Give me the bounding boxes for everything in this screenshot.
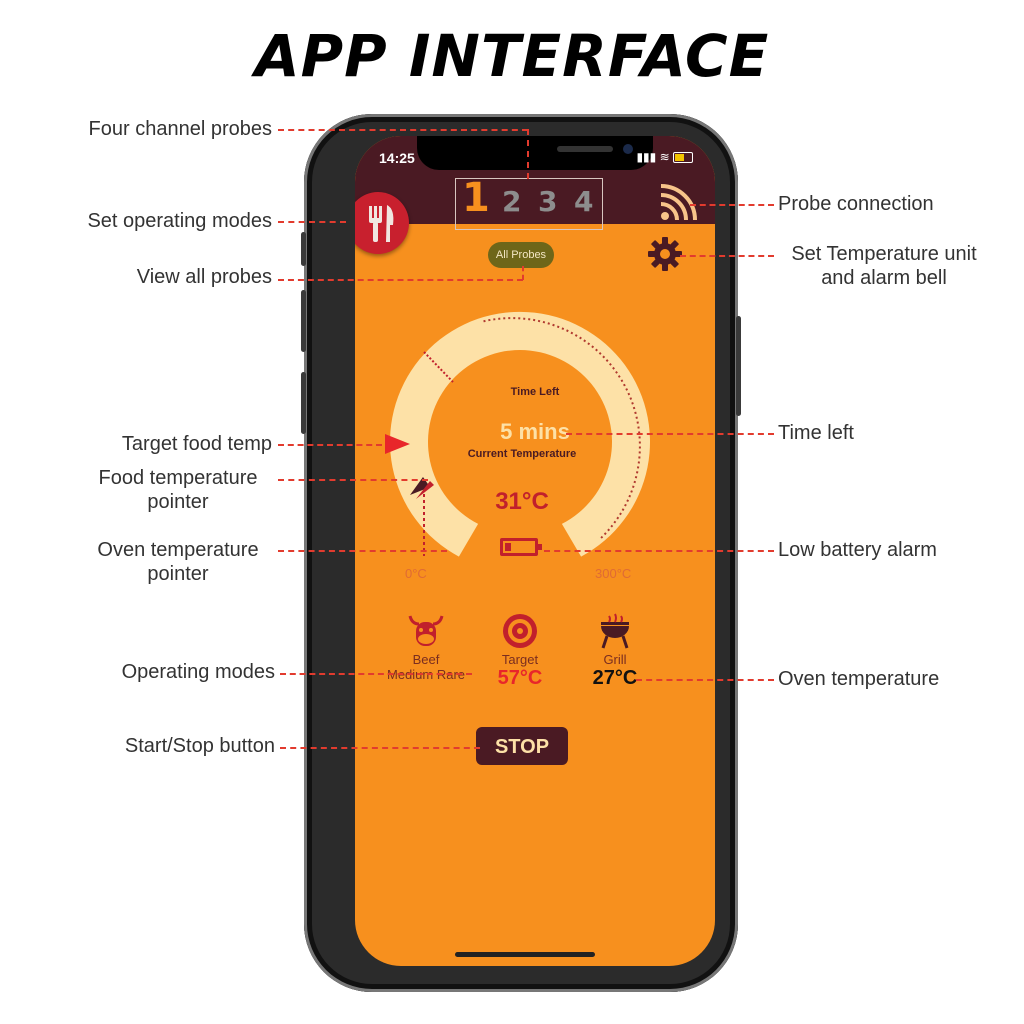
lead-operating-modes bbox=[280, 673, 472, 675]
target-pointer-line bbox=[423, 351, 454, 383]
all-probes-button[interactable]: All Probes bbox=[488, 242, 554, 268]
gauge-tick-arc bbox=[483, 317, 641, 539]
cow-head-icon bbox=[408, 615, 444, 646]
label-time-left: Time left bbox=[778, 422, 854, 444]
label-oven-temperature: Oven temperature bbox=[778, 668, 940, 690]
target-icon bbox=[503, 614, 537, 648]
probe-tab-1[interactable]: 1 bbox=[462, 175, 490, 221]
lead-time-left bbox=[566, 433, 774, 435]
gauge-min-label: 0°C bbox=[405, 566, 427, 581]
mode-grill[interactable]: Grill 27°C bbox=[575, 612, 655, 690]
page-title: APP INTERFACE bbox=[254, 22, 770, 90]
mode-beef[interactable]: Beef Medium Rare bbox=[371, 612, 481, 682]
oven-temp-value: 27°C bbox=[592, 667, 638, 689]
wifi-icon: ≋ bbox=[659, 150, 670, 164]
status-time: 14:25 bbox=[379, 150, 415, 166]
lead-probe-connection bbox=[690, 204, 774, 206]
probe-tab-3[interactable]: 3 bbox=[538, 185, 558, 218]
camera bbox=[623, 144, 633, 154]
gear-icon[interactable] bbox=[647, 236, 683, 272]
label-probe-connection: Probe connection bbox=[778, 193, 934, 215]
probe-connection-icon[interactable] bbox=[657, 184, 697, 224]
low-battery-fill bbox=[505, 543, 511, 551]
label-view-all-probes: View all probes bbox=[136, 266, 272, 288]
signal-icon: ▮▮▮ bbox=[636, 150, 657, 164]
operating-mode-button[interactable] bbox=[355, 192, 409, 254]
fork-knife-icon bbox=[369, 205, 394, 242]
target-food-pointer bbox=[385, 434, 410, 454]
label-set-temperature-unit: Set Temperature unit and alarm bell bbox=[791, 243, 977, 289]
power-button bbox=[736, 316, 741, 416]
probe-tab-4[interactable]: 4 bbox=[574, 185, 594, 218]
lead-oven-pointer bbox=[278, 550, 447, 552]
lead-four-channel bbox=[278, 129, 528, 131]
stop-button[interactable]: STOP bbox=[476, 727, 568, 765]
label-oven-temp-pointer: Oven temperature pointer bbox=[97, 539, 259, 585]
grill-icon bbox=[601, 613, 629, 649]
volume-up-button bbox=[301, 290, 306, 352]
volume-down-button bbox=[301, 372, 306, 434]
home-indicator[interactable] bbox=[455, 952, 595, 957]
probe-tab-2[interactable]: 2 bbox=[502, 185, 522, 218]
battery-icon bbox=[673, 152, 693, 164]
label-operating-modes: Operating modes bbox=[121, 661, 275, 683]
lead-start-stop bbox=[280, 747, 480, 749]
notch bbox=[417, 136, 653, 170]
lead-oven-temperature bbox=[636, 679, 774, 681]
lead-food-pointer bbox=[278, 479, 428, 481]
lead-view-all bbox=[278, 279, 523, 281]
lead-set-modes bbox=[278, 221, 346, 223]
mode-grill-label: Grill bbox=[603, 652, 627, 667]
mode-target[interactable]: Target 57°C bbox=[480, 612, 560, 690]
gauge-max-label: 300°C bbox=[595, 566, 632, 581]
low-battery-icon bbox=[500, 538, 542, 556]
target-temp-value: 57°C bbox=[497, 667, 543, 689]
probe-channel-selector: 1 2 3 4 bbox=[455, 175, 603, 230]
lead-set-unit bbox=[680, 255, 774, 257]
label-target-food-temp: Target food temp bbox=[121, 433, 272, 455]
label-start-stop: Start/Stop button bbox=[124, 735, 275, 757]
side-button bbox=[301, 232, 306, 266]
current-temp-label: Current Temperature bbox=[467, 448, 577, 460]
time-left-value: 5 mins bbox=[500, 419, 570, 444]
label-four-channel-probes: Four channel probes bbox=[88, 118, 272, 140]
lead-low-battery bbox=[544, 550, 774, 552]
mode-target-label: Target bbox=[501, 652, 539, 667]
mode-beef-label: Beef bbox=[412, 652, 440, 667]
status-icons: ▮▮▮ ≋ bbox=[636, 150, 693, 164]
time-left-label: Time Left bbox=[510, 386, 560, 398]
label-set-operating-modes: Set operating modes bbox=[87, 210, 272, 232]
current-temp-value: 31°C bbox=[495, 488, 549, 515]
lead-view-all-up bbox=[522, 266, 524, 280]
food-temperature-pointer bbox=[410, 477, 430, 495]
gauge-ring bbox=[390, 311, 650, 557]
lead-target-food bbox=[278, 444, 382, 446]
lead-four-channel-down bbox=[527, 129, 529, 179]
temperature-gauge bbox=[385, 311, 650, 557]
oven-temperature-pointer bbox=[416, 481, 434, 499]
label-food-temp-pointer: Food temperature pointer bbox=[98, 467, 258, 513]
speaker bbox=[557, 146, 613, 152]
label-low-battery: Low battery alarm bbox=[778, 539, 937, 561]
battery-nub bbox=[538, 544, 542, 550]
